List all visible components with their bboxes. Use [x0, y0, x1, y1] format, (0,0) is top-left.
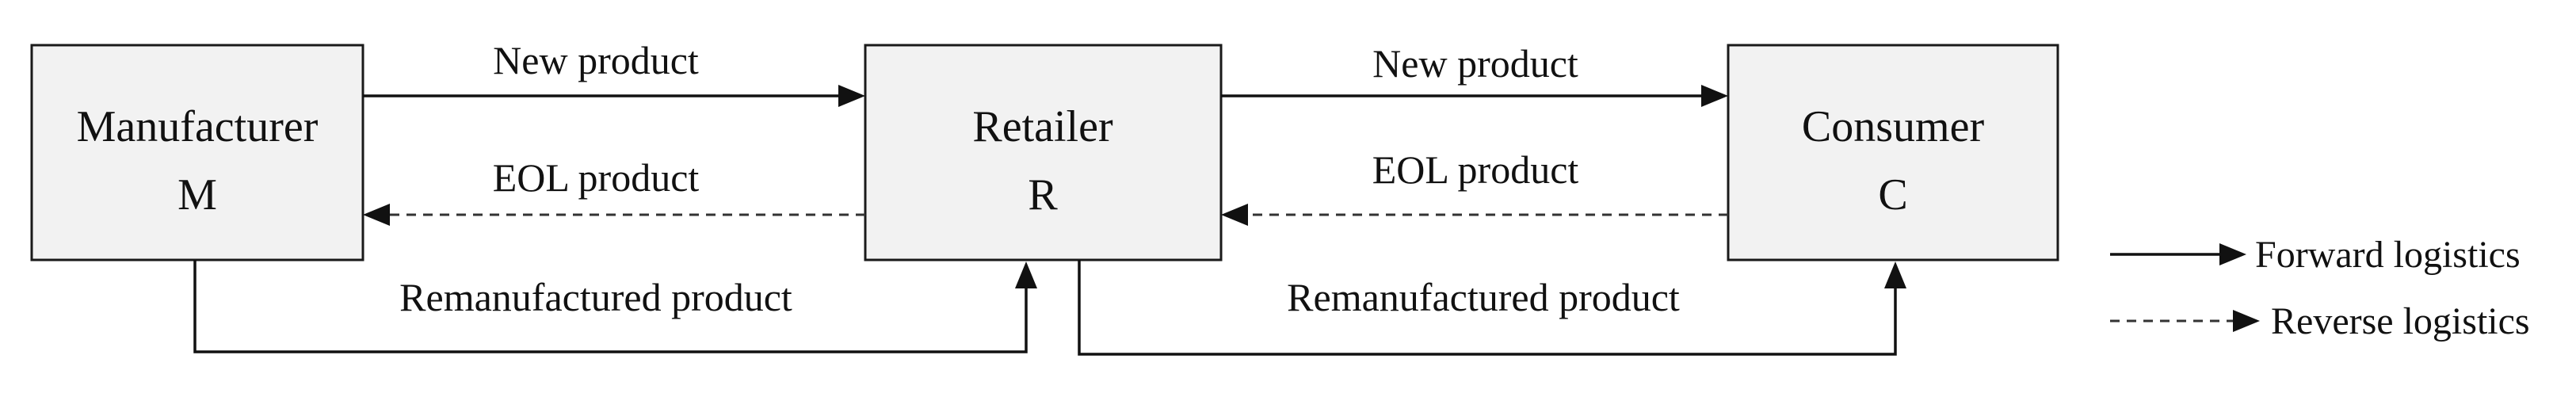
arrowhead-right-icon — [1701, 85, 1728, 107]
arrowhead-left-icon — [363, 204, 390, 226]
edge-c-to-r-eol: EOL product — [1221, 147, 1728, 226]
manufacturer-box — [30, 44, 364, 261]
consumer-symbol: C — [1878, 170, 1907, 219]
consumer-label: Consumer — [1802, 102, 1985, 151]
edge-r-to-c-new-label: New product — [1372, 41, 1578, 86]
edge-r-to-c-new: New product — [1221, 41, 1728, 107]
legend-reverse-label: Reverse logistics — [2271, 300, 2530, 342]
edge-r-to-c-reman: Remanufactured product — [1078, 260, 1906, 356]
retailer-node: Retailer R — [864, 44, 1223, 261]
consumer-node: Consumer C — [1727, 44, 2059, 261]
arrowhead-right-icon — [2233, 310, 2260, 332]
manufacturer-label: Manufacturer — [77, 102, 319, 151]
edge-m-to-r-new: New product — [363, 38, 865, 107]
edge-r-to-c-reman-line — [1078, 260, 1897, 356]
legend-forward-label: Forward logistics — [2255, 234, 2521, 276]
arrowhead-right-icon — [838, 85, 865, 107]
edge-c-to-r-eol-label: EOL product — [1372, 147, 1579, 192]
arrowhead-right-icon — [2219, 243, 2246, 265]
edge-r-to-c-reman-label: Remanufactured product — [1287, 275, 1680, 319]
edge-m-to-r-reman-line — [193, 260, 1028, 353]
manufacturer-symbol: M — [177, 170, 217, 219]
legend-reverse: Reverse logistics — [2110, 300, 2530, 342]
retailer-symbol: R — [1028, 170, 1058, 219]
legend-forward: Forward logistics — [2110, 234, 2521, 276]
edge-m-to-r-new-label: New product — [493, 38, 699, 82]
legend: Forward logistics Reverse logistics — [2110, 234, 2530, 342]
retailer-label: Retailer — [972, 102, 1113, 151]
edge-r-to-m-eol: EOL product — [363, 155, 865, 226]
manufacturer-node: Manufacturer M — [30, 44, 364, 261]
edge-r-to-m-eol-label: EOL product — [493, 155, 700, 200]
arrowhead-up-icon — [1884, 261, 1906, 288]
consumer-box — [1727, 44, 2059, 261]
edge-m-to-r-reman-label: Remanufactured product — [399, 275, 792, 319]
retailer-box — [864, 44, 1223, 261]
arrowhead-left-icon — [1221, 204, 1248, 226]
arrowhead-up-icon — [1015, 261, 1037, 288]
edge-m-to-r-reman: Remanufactured product — [193, 260, 1037, 353]
